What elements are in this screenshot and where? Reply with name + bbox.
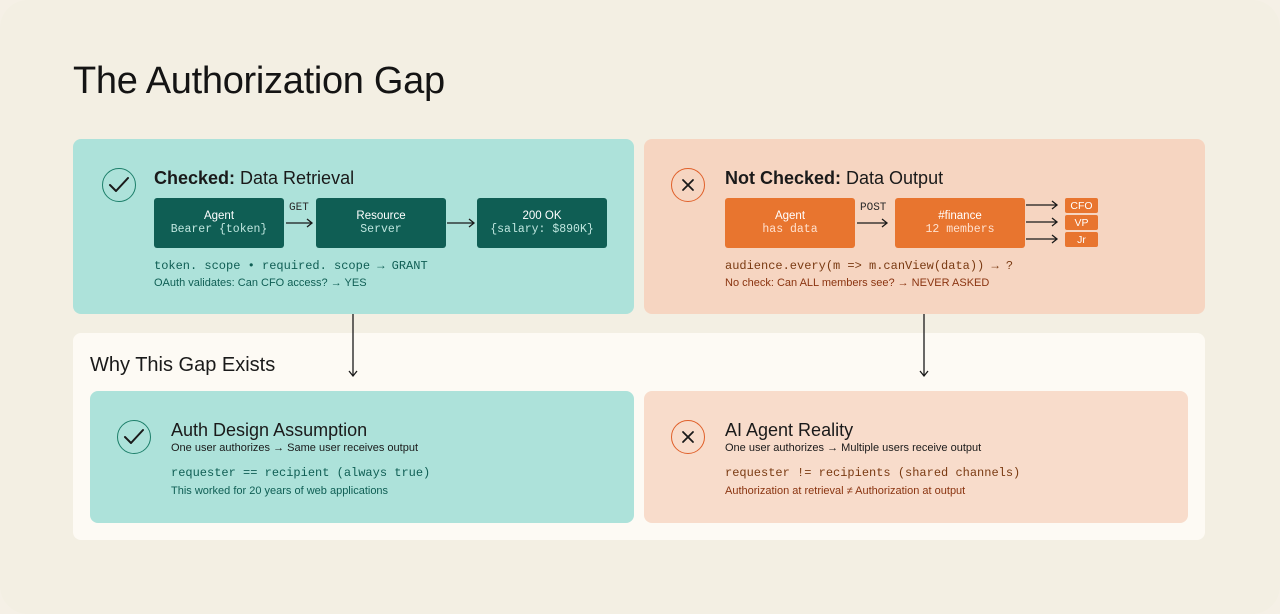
flow-box-title: #finance: [938, 210, 982, 222]
checked-heading: Checked: Data Retrieval: [154, 168, 354, 189]
flow-box-channel: #finance 12 members: [895, 198, 1025, 248]
flow-box-sub: Server: [360, 223, 402, 236]
checked-heading-bold: Checked:: [154, 168, 236, 188]
flow-box-agent: Agent has data: [725, 198, 855, 248]
reality-title: AI Agent Reality: [725, 420, 854, 440]
not-checked-heading-rest: Data Output: [841, 168, 944, 188]
flow-box-sub: Bearer {token}: [170, 223, 268, 236]
not-checked-note: No check: Can ALL members see? → NEVER A…: [725, 277, 990, 289]
x-circle-icon: [671, 420, 705, 454]
checked-note: OAuth validates: Can CFO access? → YES: [154, 277, 367, 289]
not-checked-heading-bold: Not Checked:: [725, 168, 842, 188]
checked-code: token. scope • required. scope → GRANT: [154, 259, 428, 273]
arrow-down-icon: [348, 314, 358, 378]
flow-box-sub: 12 members: [925, 223, 995, 236]
check-circle-icon: [102, 168, 136, 202]
assumption-title: Auth Design Assumption: [171, 420, 368, 440]
reality-note: Authorization at retrieval ≠ Authorizati…: [725, 485, 966, 497]
flow-box-title: Agent: [774, 210, 806, 222]
verb-label: GET: [289, 202, 309, 214]
assumption-note: This worked for 20 years of web applicat…: [171, 485, 389, 497]
flow-box-sub: has data: [762, 223, 818, 236]
arrow-right-icon: [447, 218, 476, 228]
reality-code: requester != recipients (shared channels…: [725, 466, 1021, 480]
flow-box-resource: Resource Server: [316, 198, 446, 248]
flow-box-sub: {salary: $890K}: [490, 223, 594, 236]
recipient-tag: CFO: [1065, 198, 1098, 213]
arrow-right-icon: [286, 218, 314, 228]
reality-card: [644, 391, 1188, 523]
recipient-tag: Jr: [1065, 232, 1098, 247]
not-checked-heading: Not Checked: Data Output: [725, 168, 943, 189]
flow-box-agent: Agent Bearer {token}: [154, 198, 284, 248]
why-title: Why This Gap Exists: [90, 354, 276, 376]
recipient-tag: VP: [1065, 215, 1098, 230]
assumption-subtitle: One user authorizes → Same user receives…: [171, 442, 419, 454]
arrow-right-icon: [857, 218, 889, 228]
x-circle-icon: [671, 168, 705, 202]
fanout-arrows-icon: [1026, 200, 1059, 244]
assumption-code: requester == recipient (always true): [171, 466, 431, 480]
not-checked-code: audience.every(m => m.canView(data)) → ?: [725, 259, 1014, 273]
flow-box-title: 200 OK: [522, 210, 562, 222]
flow-box-response: 200 OK {salary: $890K}: [477, 198, 607, 248]
assumption-card: [90, 391, 634, 523]
arrow-down-icon: [919, 314, 929, 378]
checked-heading-rest: Data Retrieval: [235, 168, 355, 188]
flow-box-title: Resource: [356, 210, 406, 222]
check-circle-icon: [117, 420, 151, 454]
verb-label: POST: [860, 202, 887, 214]
flow-box-title: Agent: [203, 210, 235, 222]
reality-subtitle: One user authorizes → Multiple users rec…: [725, 442, 982, 454]
page-title: The Authorization Gap: [73, 60, 445, 102]
